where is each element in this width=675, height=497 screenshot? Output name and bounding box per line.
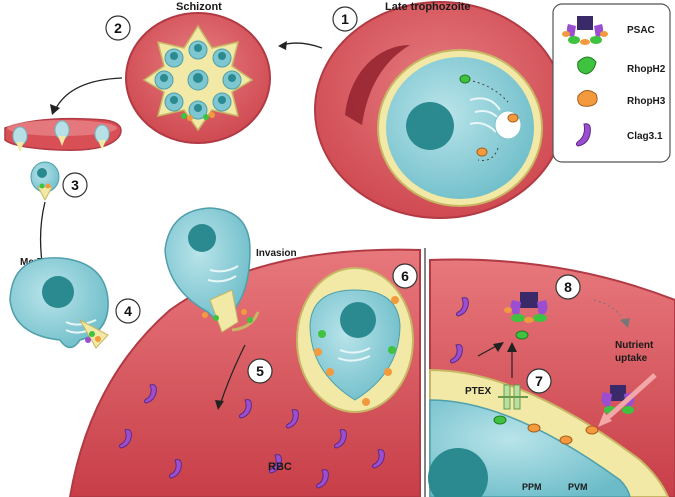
arrow-to-nutrient [593, 299, 626, 323]
psac-complex [504, 292, 548, 323]
legend-rhoph3-label: RhopH3 [627, 96, 666, 107]
step-6-number: 6 [401, 268, 409, 284]
schizont-label: Schizont [176, 1, 222, 13]
schizont-cell [125, 12, 271, 144]
legend-box: PSAC RhopH2 RhopH3 Clag3.1 [552, 3, 671, 163]
arrow-2-to-egress [54, 77, 123, 111]
rhoph3-marker [476, 147, 488, 157]
step-4-badge [115, 298, 141, 324]
ppm-label: PPM [522, 482, 542, 492]
ring-stage-vacuole [296, 267, 414, 413]
step-3-number: 3 [71, 177, 79, 193]
arrow-1-to-2 [281, 42, 323, 49]
step-5-badge [247, 358, 273, 384]
psac-icon [562, 16, 608, 45]
step-6-badge [392, 263, 418, 289]
clag31-icon [575, 123, 591, 147]
late-trophozoite-label: Late trophozoite [385, 1, 471, 13]
step-8-number: 8 [564, 279, 572, 295]
step-3-badge [62, 172, 88, 198]
step-1-badge [332, 6, 358, 32]
legend-psac-label: PSAC [627, 25, 655, 36]
merozoite-4 [9, 257, 109, 349]
parasite-nucleus [428, 448, 488, 497]
step-2-number: 2 [114, 20, 122, 36]
clag31-scatter [118, 384, 385, 489]
step-7-number: 7 [535, 373, 543, 389]
rbc-label: RBC [268, 461, 292, 473]
legend-rhoph2-label: RhopH2 [627, 64, 666, 75]
step-2-badge [105, 15, 131, 41]
step-8-badge [555, 274, 581, 300]
ruptured-rbc [4, 117, 122, 152]
nutrient-label-line1: Nutrient [615, 340, 654, 351]
invading-merozoite [164, 207, 260, 333]
rhoph3-icon [577, 90, 598, 107]
nutrient-label-line2: uptake [615, 353, 648, 364]
ptex-label: PTEX [465, 386, 491, 397]
invasion-label: Invasion [256, 248, 297, 259]
zoom-panel-rbc [428, 258, 675, 497]
step-5-number: 5 [256, 363, 264, 379]
pvm-label: PVM [568, 482, 588, 492]
rhoph2-icon [577, 56, 597, 75]
step-4-number: 4 [124, 303, 132, 319]
uptake-arrow [603, 373, 657, 422]
zoom-clag31-scatter [449, 297, 469, 364]
step-7-badge [526, 368, 552, 394]
trophozoite-nucleus [406, 102, 454, 150]
late-trophozoite-cell [314, 1, 566, 219]
rhoph2-marker [459, 74, 471, 84]
arrow-3-to-merozoite [39, 201, 46, 263]
step-1-number: 1 [341, 11, 349, 27]
rhoph3-marker [507, 113, 519, 123]
rbc-fold [345, 45, 410, 125]
free-merozoite [30, 161, 60, 202]
arrow-secretion [219, 344, 246, 406]
ptex-complex [498, 384, 528, 410]
legend-clag31-label: Clag3.1 [627, 131, 663, 142]
